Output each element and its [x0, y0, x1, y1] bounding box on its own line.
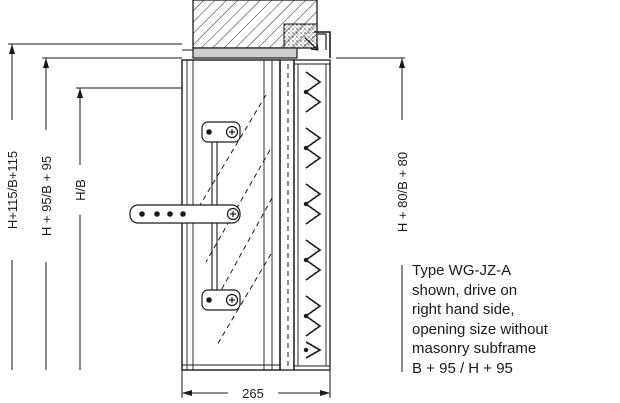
caption-line-6: B + 95 / H + 95	[412, 359, 513, 377]
dimension-label-right-height: H + 80/B + 80	[395, 152, 410, 232]
dimension-arrows-bottom	[182, 390, 330, 396]
linkage-arms	[129, 121, 241, 311]
caption-line-3: right hand side,	[412, 301, 515, 318]
drawing-caption: Type WG-JZ-A shown, drive on right hand …	[412, 261, 617, 378]
drive-spring	[304, 71, 322, 359]
dimension-label-depth: 265	[242, 386, 264, 401]
dimension-label-mid-height: H + 95/B + 95	[39, 156, 54, 236]
dimension-label-nominal-height: H/B	[73, 179, 88, 201]
caption-line-5: masonry subframe	[412, 340, 537, 357]
dimension-lines-left	[8, 43, 182, 370]
masonry-block	[182, 0, 318, 59]
caption-line-2: shown, drive on	[412, 281, 518, 299]
dimension-lines-right	[336, 57, 405, 372]
dimension-arrow-right	[399, 58, 405, 68]
dimension-arrows-left	[9, 44, 83, 98]
caption-line-4: opening size without	[412, 320, 548, 338]
caption-line-1: Type WG-JZ-A	[412, 262, 512, 279]
seal-arrow	[304, 31, 331, 58]
drive-spring-nodes	[303, 89, 309, 353]
blade-outlines	[199, 64, 289, 366]
dimension-label-outer-height: H+115/B+115	[5, 151, 20, 229]
